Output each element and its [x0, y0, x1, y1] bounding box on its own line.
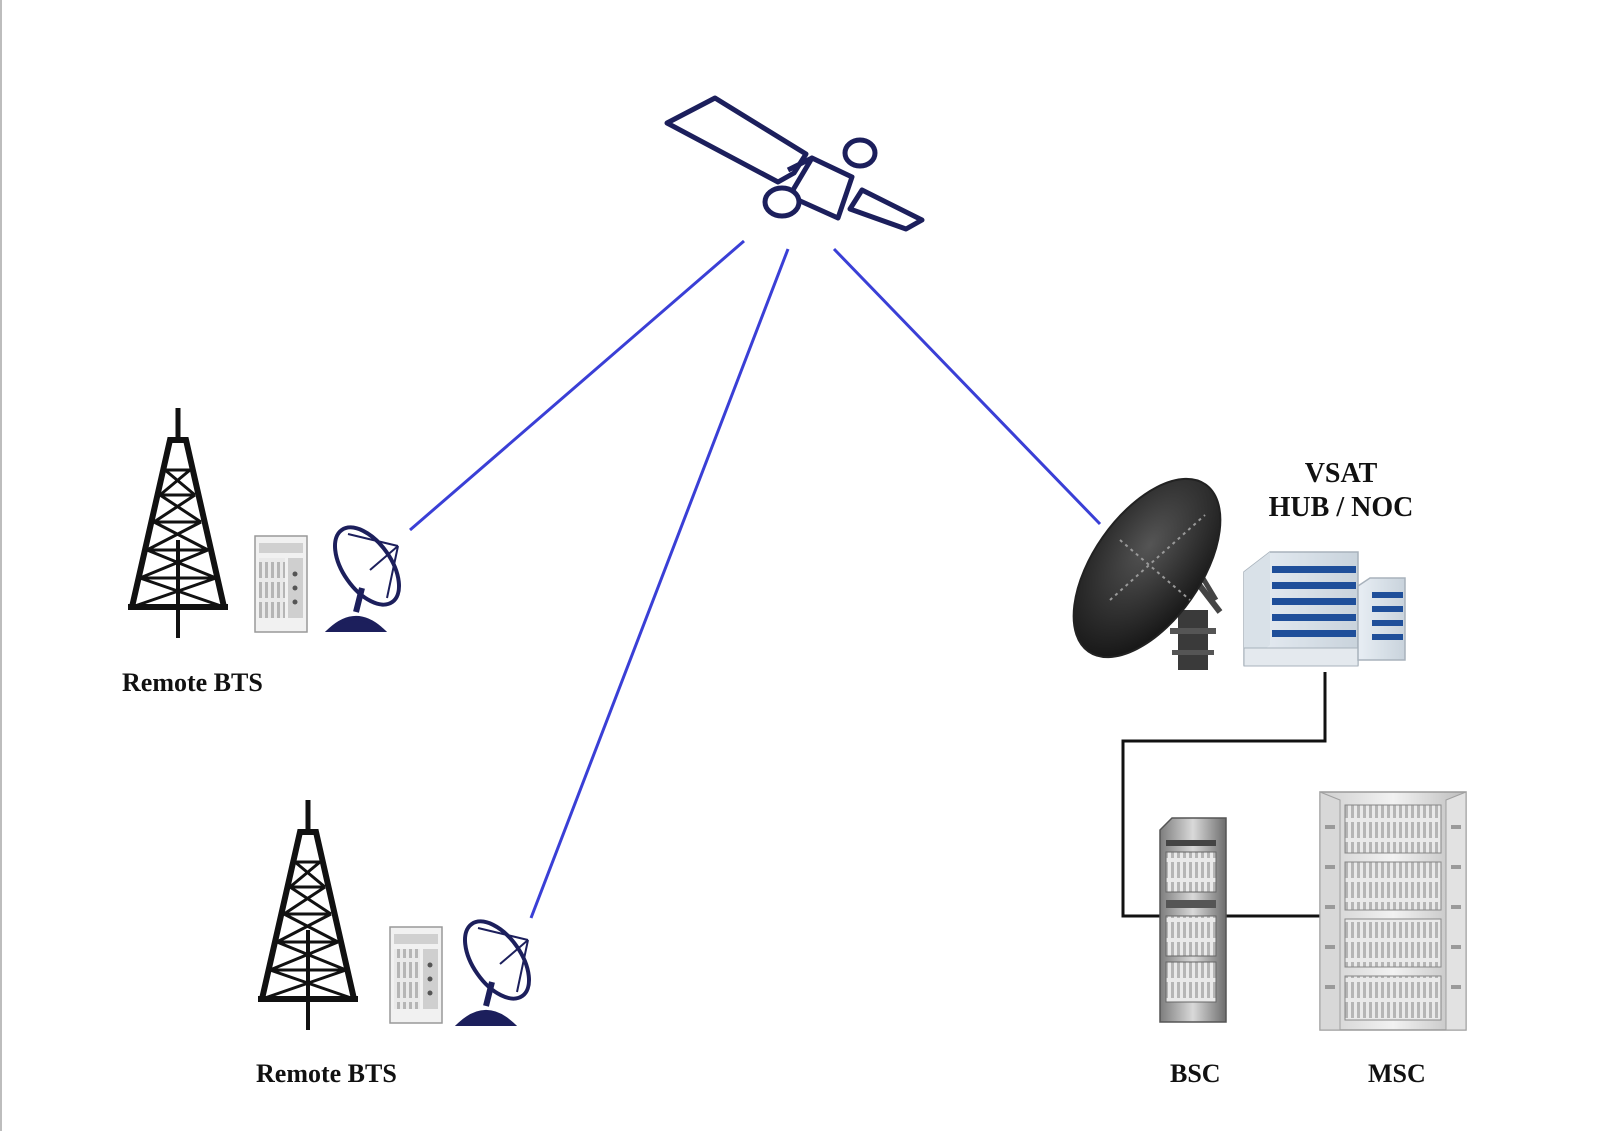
satellite-icon: [664, 95, 925, 232]
msc-label: MSC: [1368, 1059, 1426, 1088]
remote-bts-2: [258, 800, 531, 1030]
tower-icon: [128, 408, 228, 638]
bts-cabinet-icon: [389, 926, 443, 1024]
bsc-rack-icon: [1159, 817, 1227, 1023]
tower-icon: [258, 800, 358, 1030]
link-hub-to-bsc: [1121, 672, 1327, 918]
hub-antenna-icon: [1072, 477, 1223, 670]
msc-rack-icon: [1319, 791, 1467, 1031]
vsat-hub-label-line2: HUB / NOC: [1268, 492, 1414, 523]
vsat-hub: [1072, 477, 1406, 670]
link-sat-to-bts2: [529, 248, 790, 919]
bsc-label: BSC: [1170, 1059, 1221, 1088]
bts-cabinet-icon: [254, 535, 308, 633]
remote-bts-1-label: Remote BTS: [122, 668, 263, 697]
noc-building-icon: [1243, 551, 1406, 667]
link-sat-to-hub: [832, 247, 1102, 526]
vsat-dish-icon: [324, 525, 401, 632]
vsat-hub-label-line1: VSAT: [1304, 458, 1378, 489]
wired-links: [1121, 672, 1327, 918]
vsat-dish-icon: [454, 919, 531, 1026]
satellite-links: [409, 239, 1102, 919]
remote-bts-2-label: Remote BTS: [256, 1059, 397, 1088]
page-left-border: [0, 0, 2, 1131]
vsat-hub-label: VSAT HUB / NOC: [1221, 457, 1461, 525]
link-sat-to-bts1: [409, 239, 745, 532]
remote-bts-1: [128, 408, 401, 638]
